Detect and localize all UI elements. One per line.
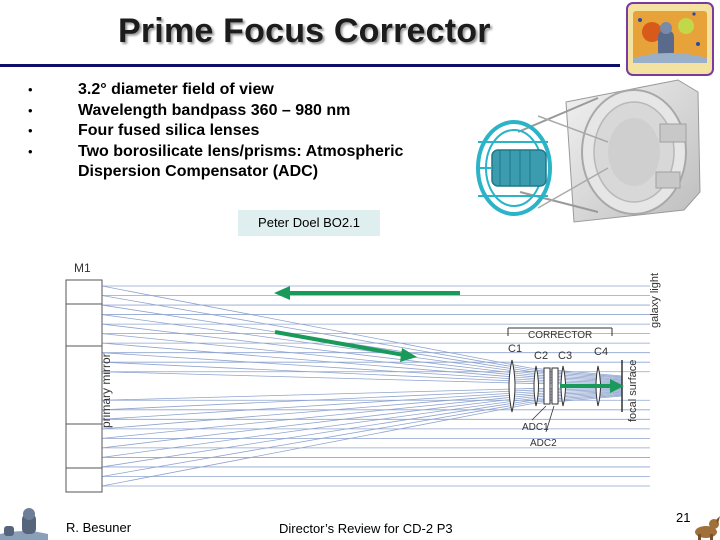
c3-label: C3 — [558, 350, 572, 362]
reflected-ray — [101, 400, 531, 468]
reflected-ray — [101, 389, 531, 411]
galaxy-light-label: galaxy light — [649, 273, 661, 328]
reflected-ray — [101, 352, 531, 381]
bullet-list: • 3.2° diameter field of view • Wavelength… — [28, 80, 468, 183]
footer-event: Director’s Review for CD-2 P3 — [279, 521, 453, 536]
c2-label: C2 — [534, 350, 548, 362]
bullet-marker: • — [28, 102, 33, 118]
adc1-leader — [531, 405, 547, 421]
reflected-light-arrow — [274, 330, 417, 362]
primary-mirror-label: primary mirror — [99, 353, 113, 428]
bullet-item: • Four fused silica lenses — [28, 121, 468, 142]
bullet-marker: • — [28, 82, 33, 97]
slide-title: Prime Focus Corrector — [118, 12, 491, 50]
reflected-ray — [101, 403, 531, 487]
bullet-item: • Two borosilicate lens/prisms: Atmospher… — [28, 142, 468, 183]
reflected-ray — [101, 371, 531, 384]
bullet-text: Two borosilicate lens/prisms: Atmospheri… — [78, 142, 404, 181]
reflected-ray — [101, 401, 531, 477]
lens-adc1 — [543, 367, 551, 405]
reflected-ray — [101, 342, 531, 379]
reflected-ray — [101, 323, 531, 376]
reflected-ray — [101, 393, 531, 430]
optical-layout-diagram: M1 primary mirror galaxy light CORRECTOR… — [65, 261, 661, 493]
bullet-text: Four fused silica lenses — [78, 122, 260, 139]
bullet-text: Wavelength bandpass 360 – 980 nm — [78, 101, 351, 119]
reflected-ray — [101, 398, 531, 458]
bullet-marker: • — [28, 143, 33, 159]
page-number: 21 — [676, 510, 691, 525]
primary-mirror-shape — [65, 279, 103, 493]
des-logo-icon — [626, 2, 714, 76]
credit-label: Peter Doel BO2.1 — [238, 210, 380, 236]
telescope-render-icon — [476, 79, 701, 223]
reflected-ray — [101, 395, 531, 439]
reflected-ray — [101, 333, 531, 377]
reflected-ray — [101, 314, 531, 374]
lens-c2 — [533, 365, 539, 407]
telescope-mascot-icon — [0, 508, 48, 540]
bullet-item: • Wavelength bandpass 360 – 980 nm — [28, 101, 468, 122]
lens-adc2 — [551, 367, 559, 405]
m1-label: M1 — [74, 261, 91, 275]
reflected-ray — [101, 388, 531, 401]
focal-surface-label: focal surface — [627, 360, 639, 422]
dog-mascot-icon — [695, 516, 720, 540]
focused-light-arrow — [560, 379, 624, 393]
incoming-light-arrow — [274, 286, 460, 300]
lens-c1 — [508, 359, 516, 413]
bullet-text: 3.2° diameter field of view — [78, 81, 274, 98]
reflected-ray — [101, 391, 531, 420]
c1-label: C1 — [508, 343, 522, 355]
corrector-label: CORRECTOR — [528, 330, 592, 341]
footer-author: R. Besuner — [66, 520, 132, 535]
adc2-label: ADC2 — [530, 438, 557, 449]
adc1-label: ADC1 — [522, 422, 549, 433]
reflected-ray — [101, 396, 531, 449]
c4-label: C4 — [594, 346, 608, 358]
reflected-ray — [101, 285, 531, 369]
reflected-ray — [101, 295, 531, 371]
bullet-marker: • — [28, 123, 33, 138]
adc2-leader — [545, 405, 555, 433]
bullet-item: • 3.2° diameter field of view — [28, 80, 468, 101]
title-rule — [0, 64, 620, 67]
